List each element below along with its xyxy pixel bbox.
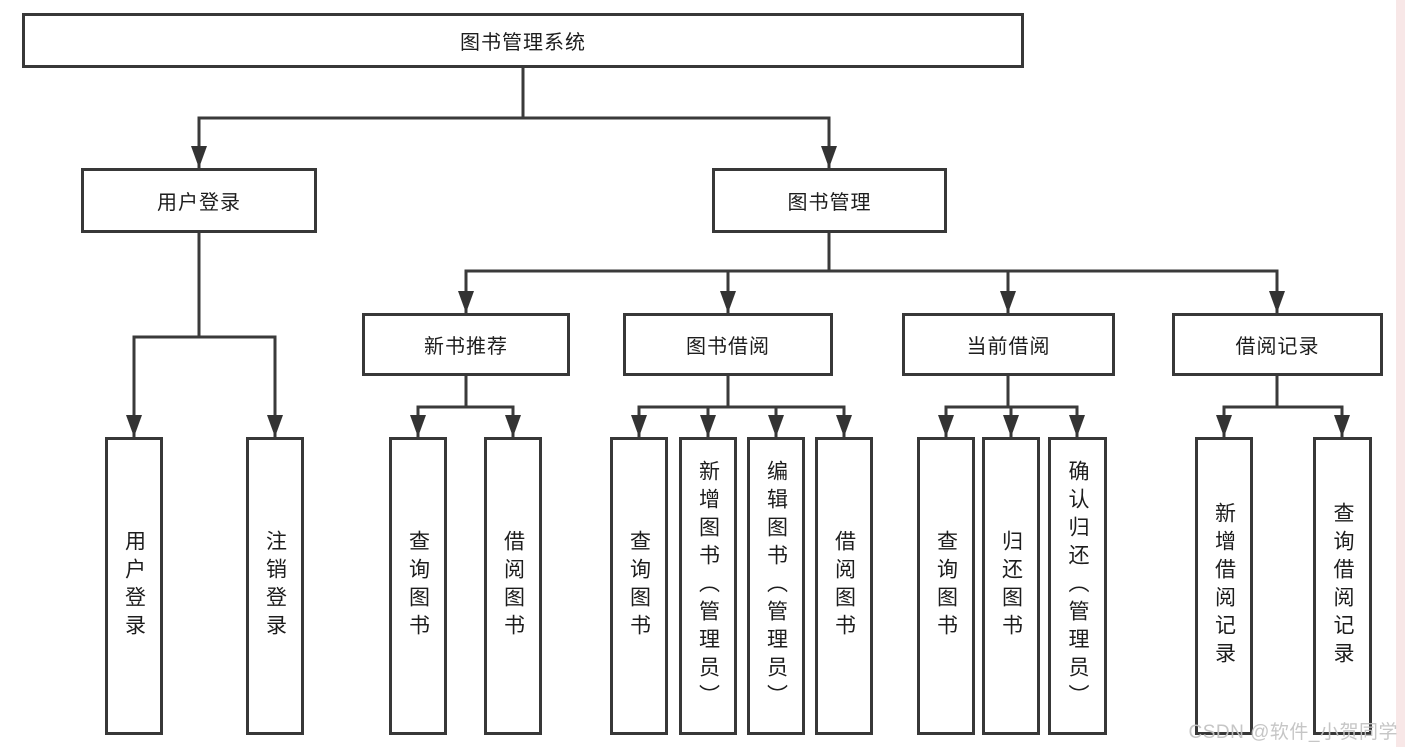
node-new-book-recommend: 新书推荐	[362, 313, 570, 376]
csdn-watermark: CSDN @软件_小贺同学	[1188, 722, 1398, 743]
leaf-borrow-books: 借阅图书	[815, 437, 873, 735]
node-label: 新书推荐	[424, 336, 508, 358]
leaf-logout: 注销登录	[246, 437, 304, 735]
node-label: 用户登录	[122, 530, 146, 642]
node-user-login: 用户登录	[81, 168, 317, 233]
leaf-borrow-books-recommend: 借阅图书	[484, 437, 542, 735]
leaf-add-books-admin: 新增图书（管理员）	[679, 437, 737, 735]
node-library-management-system: 图书管理系统	[22, 13, 1024, 68]
leaf-add-borrow-record: 新增借阅记录	[1195, 437, 1253, 735]
node-label: 当前借阅	[966, 336, 1051, 358]
node-label: 新增图书（管理员）	[696, 460, 720, 712]
node-book-management: 图书管理	[712, 168, 947, 233]
leaf-query-books-current: 查询图书	[917, 437, 975, 735]
node-label: 查询图书	[627, 530, 651, 642]
node-label: 图书管理系统	[460, 32, 586, 54]
node-label: 借阅图书	[832, 530, 856, 642]
node-label: 新增借阅记录	[1212, 502, 1236, 670]
node-label: 借阅记录	[1235, 336, 1320, 358]
leaf-query-borrow-record: 查询借阅记录	[1313, 437, 1372, 735]
node-label: 确认归还（管理员）	[1066, 460, 1089, 712]
leaf-user-login: 用户登录	[105, 437, 163, 735]
node-label: 查询借阅记录	[1331, 502, 1354, 670]
leaf-edit-books-admin: 编辑图书（管理员）	[747, 437, 805, 735]
leaf-confirm-return-admin: 确认归还（管理员）	[1048, 437, 1107, 735]
node-label: 注销登录	[263, 530, 287, 642]
node-label: 借阅图书	[501, 530, 525, 642]
node-book-borrow: 图书借阅	[623, 313, 833, 376]
node-label: 图书管理	[787, 192, 872, 214]
node-borrow-records: 借阅记录	[1172, 313, 1383, 376]
node-label: 归还图书	[999, 530, 1023, 642]
leaf-query-books-borrow: 查询图书	[610, 437, 668, 735]
node-label: 查询图书	[934, 530, 958, 642]
leaf-return-books: 归还图书	[982, 437, 1040, 735]
node-label: 图书借阅	[686, 336, 770, 358]
right-edge-tint	[1396, 0, 1405, 747]
leaf-query-books-recommend: 查询图书	[389, 437, 447, 735]
node-label: 编辑图书（管理员）	[764, 460, 788, 712]
node-label: 用户登录	[157, 192, 241, 214]
node-label: 查询图书	[406, 530, 430, 642]
node-current-borrow: 当前借阅	[902, 313, 1115, 376]
